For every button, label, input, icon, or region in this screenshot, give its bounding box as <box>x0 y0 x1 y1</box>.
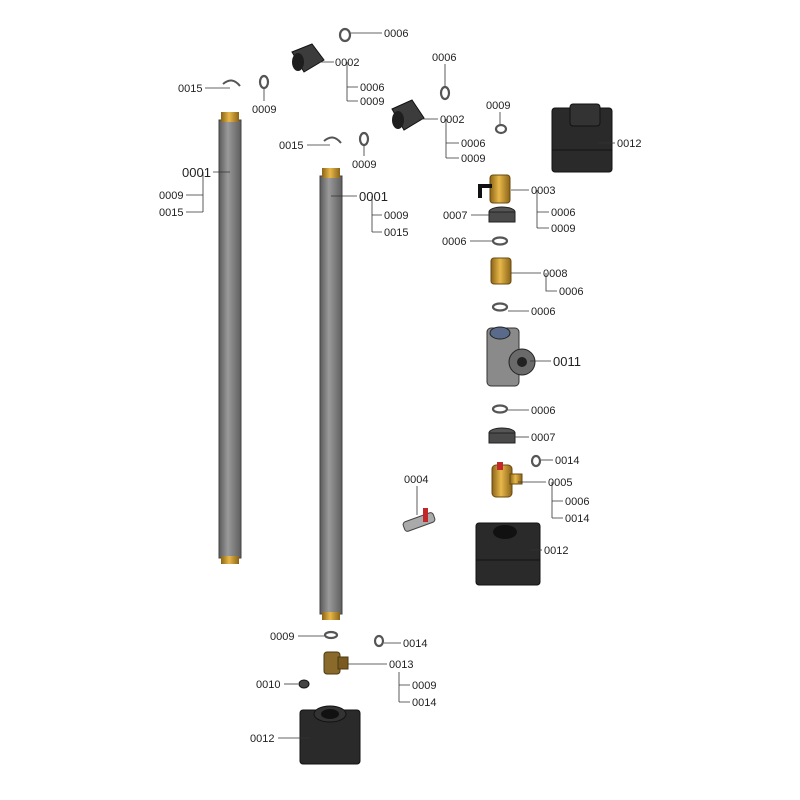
callout: 0012 <box>617 138 641 150</box>
drain-valve-0004 <box>402 508 436 532</box>
callout-labels: 0006 0002 0006 0009 0015 0009 0001 0009 … <box>159 28 641 745</box>
callout: 0011 <box>553 354 581 369</box>
callout: 0009 <box>551 223 575 235</box>
callout: 0007 <box>443 210 467 222</box>
fitting-0002-mid <box>391 99 425 131</box>
callout: 0012 <box>544 545 568 557</box>
callout: 0012 <box>250 733 274 745</box>
fitting-0002-top <box>291 43 325 73</box>
callout: 0009 <box>360 96 384 108</box>
callout: 0006 <box>551 207 575 219</box>
callout: 0014 <box>403 638 427 650</box>
adapter-0008 <box>490 257 512 285</box>
callout: 0005 <box>548 477 572 489</box>
pipe-0001-left <box>218 112 242 564</box>
callout: 0006 <box>531 405 555 417</box>
callout: 0009 <box>270 631 294 643</box>
callout: 0014 <box>555 455 579 467</box>
leader-lines <box>186 32 615 739</box>
callout: 0006 <box>432 52 456 64</box>
callout: 0010 <box>256 679 280 691</box>
callout: 0008 <box>543 268 567 280</box>
callout: 0006 <box>559 286 583 298</box>
callout: 0006 <box>442 236 466 248</box>
ball-valve-0003 <box>478 174 511 204</box>
callout: 0009 <box>461 153 485 165</box>
callout: 0009 <box>412 680 436 692</box>
pipe-0001-right <box>319 168 343 620</box>
callout: 0004 <box>404 474 428 486</box>
callout: 0009 <box>352 159 376 171</box>
callout: 0007 <box>531 432 555 444</box>
plug-0010 <box>298 679 310 689</box>
insulation-block-0012-mid <box>475 522 541 586</box>
o-rings <box>258 27 542 648</box>
angle-fitting-0013 <box>323 651 349 675</box>
retaining-clips <box>222 79 342 144</box>
insulation-block-0012-top <box>551 103 613 173</box>
callout: 0015 <box>159 207 183 219</box>
callout: 0009 <box>384 210 408 222</box>
callout: 0002 <box>335 57 359 69</box>
callout: 0006 <box>531 306 555 318</box>
insulation-block-0012-bottom <box>299 705 361 765</box>
callout: 0006 <box>565 496 589 508</box>
callout: 0015 <box>279 140 303 152</box>
callout: 0009 <box>486 100 510 112</box>
callout: 0009 <box>159 190 183 202</box>
callout: 0002 <box>440 114 464 126</box>
callout: 0013 <box>389 659 413 671</box>
union-nut-0007-top <box>488 206 516 223</box>
callout: 0003 <box>531 185 555 197</box>
callout: 0006 <box>360 82 384 94</box>
callout: 0001 <box>182 165 211 180</box>
circulator-pump-0011 <box>486 326 536 387</box>
callout: 0006 <box>461 138 485 150</box>
union-nut-0007-bottom <box>488 427 516 444</box>
callout: 0006 <box>384 28 408 40</box>
callout: 0015 <box>384 227 408 239</box>
ball-valve-0005 <box>491 462 523 498</box>
callout: 0014 <box>412 697 436 709</box>
callout: 0001 <box>359 189 388 204</box>
callout: 0014 <box>565 513 589 525</box>
callout: 0015 <box>178 83 202 95</box>
callout: 0009 <box>252 104 276 116</box>
